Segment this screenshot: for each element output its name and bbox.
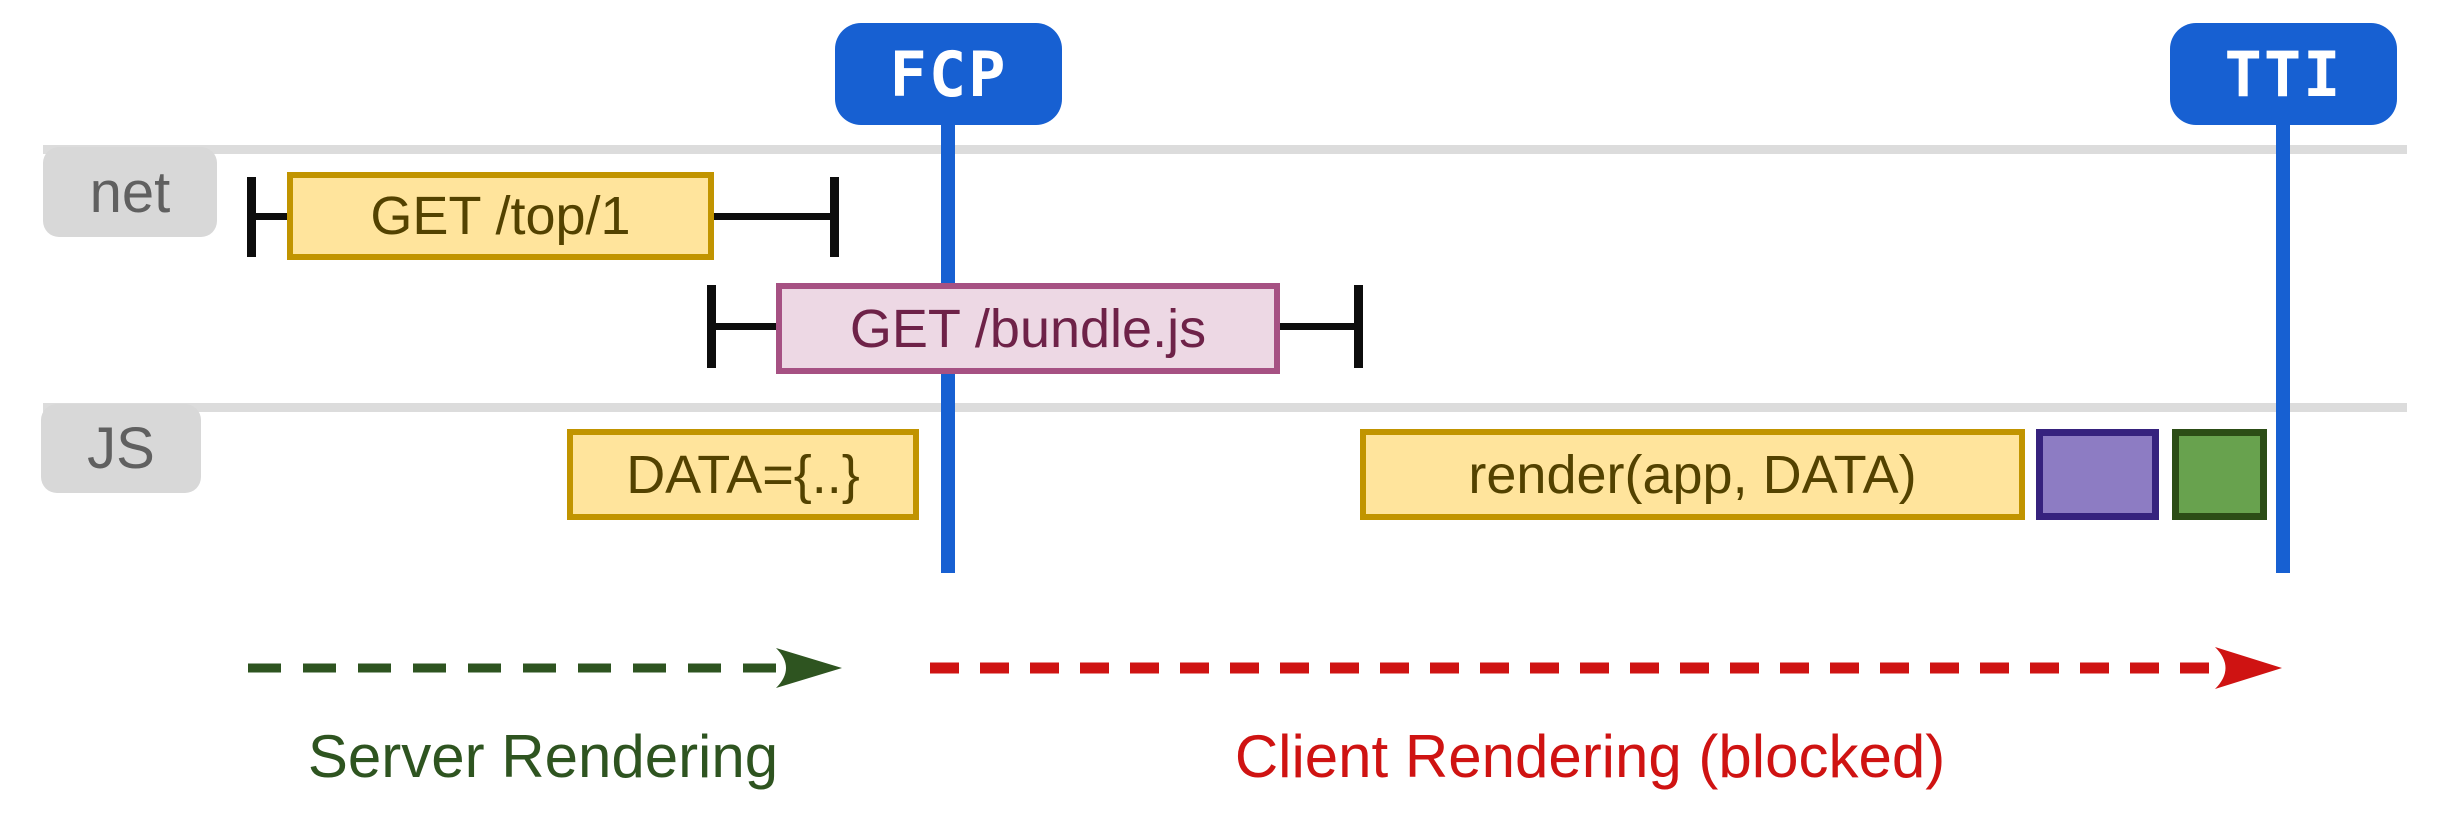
js-green-task-block [2172,429,2267,520]
js-data-task-box: DATA={..} [567,429,919,520]
get-top-end-whisker-line [712,213,834,220]
client-rendering-label: Client Rendering (blocked) [1234,723,1946,790]
js-track-line [43,403,2407,412]
get-top-start-whisker [247,177,256,257]
get-top-request-box: GET /top/1 [287,172,714,260]
fcp-badge: FCP [835,23,1062,125]
net-track-label: net [43,147,217,237]
get-top-start-whisker-line [252,213,290,220]
js-render-task-box: render(app, DATA) [1360,429,2025,520]
get-bundle-start-whisker-line [712,323,780,330]
tti-marker-line [2276,106,2290,573]
get-top-end-whisker [830,177,839,257]
server-rendering-label: Server Rendering [307,723,779,790]
js-purple-task-block [2036,429,2159,520]
get-bundle-end-whisker-line [1278,323,1358,330]
get-bundle-start-whisker [707,285,716,368]
get-bundle-request-box: GET /bundle.js [776,283,1280,374]
server-rendering-arrow-icon [248,648,842,688]
net-track-line [43,145,2407,154]
tti-badge: TTI [2170,23,2397,125]
get-bundle-end-whisker [1354,285,1363,368]
js-track-label: JS [41,404,201,493]
client-rendering-arrow-icon [930,647,2282,689]
